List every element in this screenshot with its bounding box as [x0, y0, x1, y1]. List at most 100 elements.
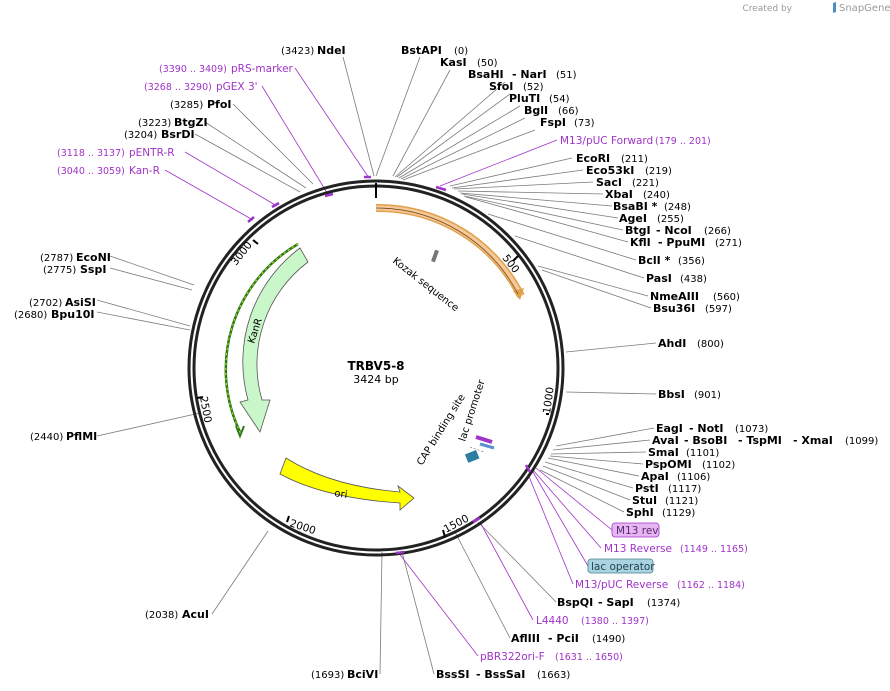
boxed-m13-rev: M13 rev	[611, 522, 660, 538]
enzyme-fspi: FspI (73)	[540, 116, 595, 129]
svg-text:Kan-R: Kan-R	[129, 165, 160, 177]
leader-lines	[96, 56, 657, 675]
enzyme-saci: SacI (221)	[596, 176, 659, 189]
svg-text:(3268 .. 3290): (3268 .. 3290)	[144, 82, 212, 93]
svg-text:- NotI: - NotI	[689, 422, 724, 435]
svg-text:(800): (800)	[697, 339, 724, 350]
svg-text:(2038): (2038)	[145, 610, 178, 621]
enzyme-pspomi: PspOMI (1102)	[645, 458, 735, 471]
enzyme-econi: (2787) EcoNI	[40, 251, 111, 264]
enzyme-bspqi-sapi: BspQI - SapI (1374)	[557, 596, 680, 609]
svg-text:AcuI: AcuI	[182, 608, 209, 621]
svg-text:pRS-marker: pRS-marker	[231, 63, 294, 75]
svg-text:pENTR-R: pENTR-R	[129, 147, 175, 159]
credit-prefix: Created by	[742, 4, 792, 14]
primer-l4440: L4440 (1380 .. 1397)	[536, 615, 649, 627]
primer-arcs	[247, 175, 532, 555]
feature-ori: ori	[334, 488, 348, 501]
svg-text:(219): (219)	[645, 166, 672, 177]
svg-text:PluTI: PluTI	[509, 92, 540, 105]
svg-text:- SapI: - SapI	[598, 596, 634, 609]
svg-text:(3204): (3204)	[124, 130, 157, 141]
svg-text:BstAPI: BstAPI	[401, 44, 442, 57]
svg-text:SfoI: SfoI	[489, 80, 513, 93]
svg-text:NmeAIII: NmeAIII	[650, 290, 699, 303]
svg-text:(3118 .. 3137): (3118 .. 3137)	[57, 148, 125, 159]
svg-text:Eco53kI: Eco53kI	[586, 164, 634, 177]
orf-arrow-outline	[375, 203, 525, 298]
enzyme-pasi: PasI (438)	[646, 272, 707, 285]
svg-text:(3390 .. 3409): (3390 .. 3409)	[159, 64, 227, 75]
svg-text:- TspMI: - TspMI	[738, 434, 782, 447]
svg-text:(248): (248)	[664, 202, 691, 213]
svg-text:SphI: SphI	[626, 506, 654, 519]
plasmid-length: 3424 bp	[353, 373, 398, 386]
svg-text:BbsI: BbsI	[658, 388, 685, 401]
svg-text:PflMI: PflMI	[66, 430, 97, 443]
svg-text:(597): (597)	[705, 304, 732, 315]
svg-text:AhdI: AhdI	[658, 337, 686, 350]
svg-text:(1631 .. 1650): (1631 .. 1650)	[555, 652, 623, 663]
enzyme-bcivi: (1693) BciVI	[311, 668, 378, 681]
svg-text:(3423): (3423)	[281, 46, 314, 57]
svg-text:EagI: EagI	[656, 422, 683, 435]
svg-text:(266): (266)	[704, 226, 731, 237]
svg-text:L4440: L4440	[536, 615, 569, 627]
svg-text:(1162 .. 1184): (1162 .. 1184)	[677, 580, 745, 591]
enzyme-bsahi-nari: BsaHI - NarI (51)	[468, 68, 577, 81]
feature-kozak: Kozak sequence	[390, 256, 460, 314]
enzyme-smai: SmaI (1101)	[648, 446, 719, 459]
svg-text:- PpuMI: - PpuMI	[658, 236, 705, 249]
svg-text:(179 .. 201): (179 .. 201)	[655, 136, 711, 147]
svg-text:AvaI: AvaI	[652, 434, 679, 447]
svg-text:- PciI: - PciI	[548, 632, 579, 645]
enzyme-kfli-ppumi: KflI - PpuMI (271)	[630, 236, 742, 249]
svg-text:StuI: StuI	[632, 494, 657, 507]
scale-ticks	[196, 239, 549, 538]
enzyme-bsssi-bsssai: BssSI - BssSaI (1663)	[436, 668, 570, 681]
svg-text:- BssSaI: - BssSaI	[476, 668, 525, 681]
enzyme-acui: (2038) AcuI	[145, 608, 209, 621]
svg-text:(1490): (1490)	[592, 634, 625, 645]
svg-text:M13 rev: M13 rev	[616, 525, 659, 537]
svg-text:(438): (438)	[680, 274, 707, 285]
enzyme-pfoi: (3285) PfoI	[170, 98, 232, 111]
enzyme-bstapi: BstAPI (0)	[401, 44, 468, 57]
primer-m13-reverse: M13 Reverse (1149 .. 1165)	[604, 543, 748, 555]
credit-brand: SnapGene	[839, 3, 890, 14]
svg-text:M13/pUC Forward: M13/pUC Forward	[560, 135, 653, 147]
enzyme-avai-group: AvaI - BsoBI - TspMI - XmaI (1099)	[652, 434, 878, 447]
svg-text:SspI: SspI	[80, 263, 106, 276]
boxed-lac-operator: lac operator	[587, 558, 655, 574]
primer-m13-puc-reverse: M13/pUC Reverse (1162 .. 1184)	[575, 579, 745, 591]
enzyme-apai: ApaI (1106)	[641, 470, 710, 483]
svg-text:(1117): (1117)	[668, 484, 701, 495]
orf-arrow-head	[513, 288, 524, 300]
enzyme-agei: AgeI (255)	[619, 212, 684, 225]
kanr-feature: KanR	[224, 242, 309, 439]
svg-text:(211): (211)	[621, 154, 648, 165]
svg-text:BsaBI *: BsaBI *	[613, 200, 658, 213]
enzyme-afliii-pcii: AflIII - PciI (1490)	[511, 632, 625, 645]
enzyme-bsrdi: (3204) BsrDI	[124, 128, 195, 141]
orf-arrow-inner	[375, 207, 519, 295]
svg-text:(255): (255)	[657, 214, 684, 225]
svg-text:XbaI: XbaI	[605, 188, 633, 201]
feature-lac-promoter: lac promoter	[457, 378, 488, 443]
svg-text:AgeI: AgeI	[619, 212, 647, 225]
svg-text:BssSI: BssSI	[436, 668, 470, 681]
primer-pbr322ori-f: pBR322ori-F (1631 .. 1650)	[480, 651, 623, 663]
svg-text:lac operator: lac operator	[591, 561, 655, 573]
svg-text:KasI: KasI	[440, 56, 467, 69]
svg-text:(1101): (1101)	[686, 448, 719, 459]
enzyme-eco53ki: Eco53kI (219)	[586, 164, 672, 177]
svg-text:- NarI: - NarI	[512, 68, 547, 81]
svg-text:(1380 .. 1397): (1380 .. 1397)	[581, 616, 649, 627]
enzyme-nmeaiii: NmeAIII (560)	[650, 290, 740, 303]
enzyme-bgli: BglI (66)	[524, 104, 579, 117]
enzyme-ndei: (3423) NdeI	[281, 44, 346, 57]
svg-text:(1149 .. 1165): (1149 .. 1165)	[680, 544, 748, 555]
enzyme-btgi-ncoi: BtgI - NcoI (266)	[625, 224, 731, 237]
svg-text:(240): (240)	[643, 190, 670, 201]
svg-text:M13/pUC Reverse: M13/pUC Reverse	[575, 579, 668, 591]
